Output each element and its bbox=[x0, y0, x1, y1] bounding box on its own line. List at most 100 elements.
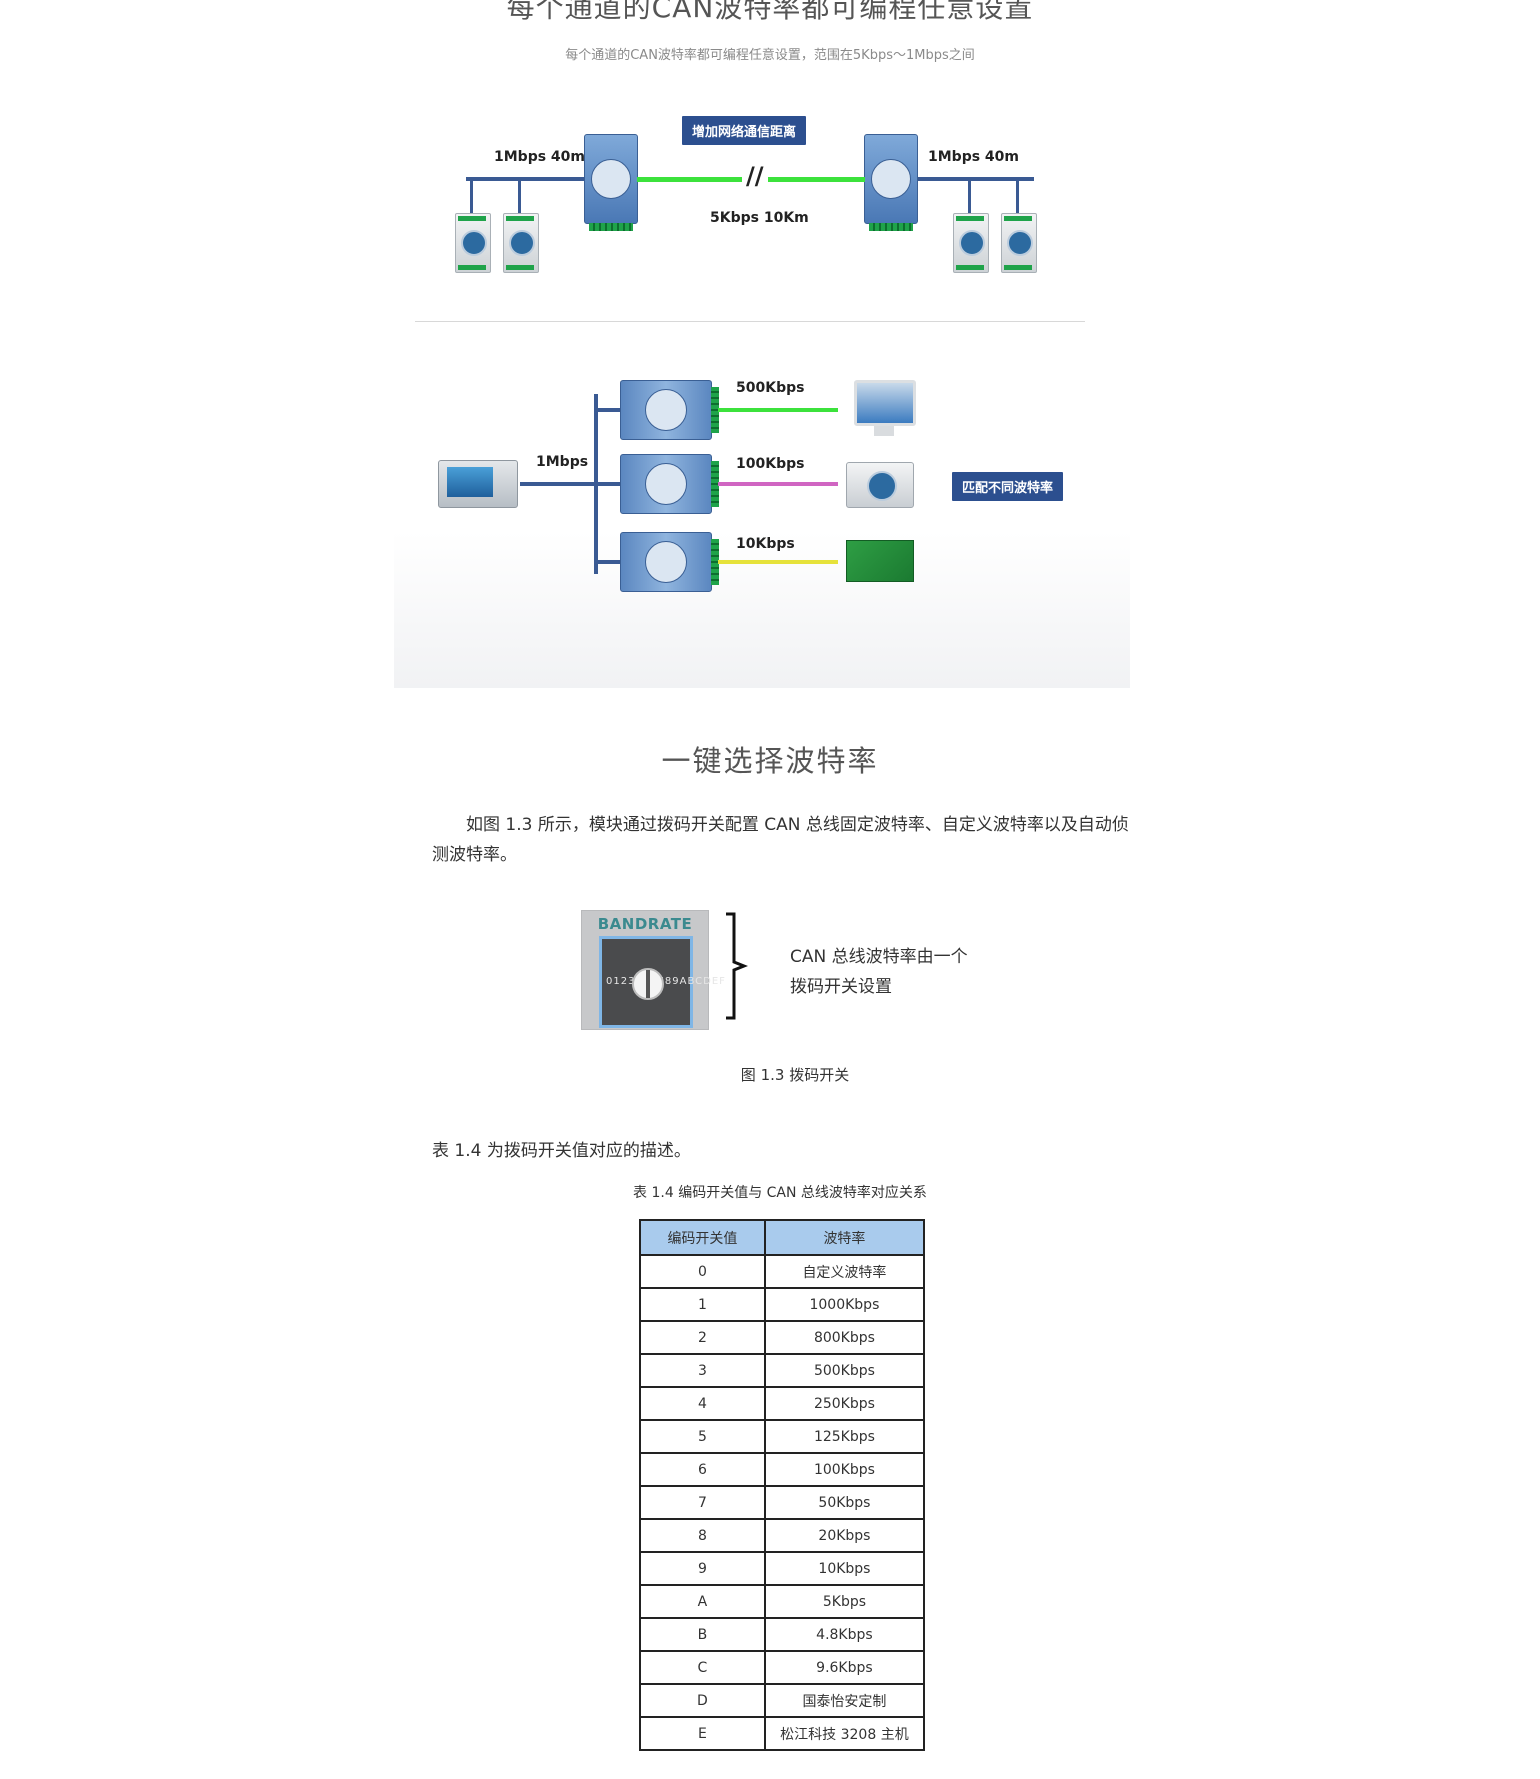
right-drop-2 bbox=[1016, 179, 1019, 213]
page-title: 每个通道的CAN波特率都可编程任意设置 bbox=[506, 0, 1034, 24]
branch-2 bbox=[594, 482, 620, 486]
left-speed-label: 1Mbps 40m bbox=[494, 149, 585, 165]
link-100kbps bbox=[718, 482, 838, 486]
switch-value-cell: E bbox=[639, 1716, 766, 1751]
baudrate-diagram: 1Mbps 500Kbps 100Kbps 10Kbps 匹配不同波特率 bbox=[394, 340, 1130, 688]
baudrate-cell: 20Kbps bbox=[763, 1518, 926, 1553]
baudrate-cell: 国泰怡安定制 bbox=[763, 1683, 926, 1718]
link-500kbps bbox=[718, 408, 838, 412]
match-badge: 匹配不同波特率 bbox=[952, 472, 1064, 501]
speed-label-100: 100Kbps bbox=[736, 456, 805, 472]
switch-value-cell: 4 bbox=[639, 1386, 766, 1421]
can-bridge-icon bbox=[620, 380, 719, 440]
page-subtitle: 每个通道的CAN波特率都可编程任意设置，范围在5Kbps～1Mbps之间 bbox=[565, 48, 975, 63]
baudrate-cell: 1000Kbps bbox=[763, 1287, 926, 1322]
table-caption: 表 1.4 编码开关值与 CAN 总线波特率对应关系 bbox=[633, 1185, 927, 1201]
monitor-icon bbox=[854, 380, 916, 426]
right-bus-line bbox=[896, 177, 1034, 181]
left-drop-1 bbox=[470, 179, 473, 213]
circuit-board-icon bbox=[846, 540, 914, 582]
baudrate-cell: 125Kbps bbox=[763, 1419, 926, 1454]
switch-value-cell: 8 bbox=[639, 1518, 766, 1553]
can-bridge-icon bbox=[620, 532, 719, 592]
distance-diagram: // 增加网络通信距离 1Mbps 40m 1Mbps 40m 5Kbps 10… bbox=[400, 100, 1140, 300]
trunk-speed-label: 1Mbps bbox=[536, 454, 589, 470]
can-node-icon bbox=[503, 213, 539, 273]
dial-note-line-1: CAN 总线波特率由一个 bbox=[790, 947, 968, 967]
right-brace-icon bbox=[726, 912, 748, 1020]
baudrate-cell: 500Kbps bbox=[763, 1353, 926, 1388]
header-switch-value: 编码开关值 bbox=[639, 1219, 766, 1256]
table-intro: 表 1.4 为拨码开关值对应的描述。 bbox=[432, 1141, 691, 1161]
break-mark: // bbox=[742, 162, 768, 190]
baudrate-cell: 10Kbps bbox=[763, 1551, 926, 1586]
section-divider bbox=[415, 321, 1085, 322]
section-title: 一键选择波特率 bbox=[661, 744, 879, 778]
can-node-icon bbox=[455, 213, 491, 273]
can-bridge-left-icon bbox=[584, 134, 638, 231]
can-bridge-icon bbox=[620, 454, 719, 514]
switch-value-cell: 7 bbox=[639, 1485, 766, 1520]
switch-value-cell: B bbox=[639, 1617, 766, 1652]
can-module-icon bbox=[846, 462, 914, 508]
monitor-stand bbox=[874, 426, 894, 436]
right-drop-1 bbox=[968, 179, 971, 213]
intro-paragraph: 如图 1.3 所示，模块通过拨码开关配置 CAN 总线固定波特率、自定义波特率以… bbox=[432, 815, 1129, 865]
link-speed-label: 5Kbps 10Km bbox=[710, 210, 809, 226]
figure-caption: 图 1.3 拨码开关 bbox=[740, 1066, 850, 1084]
baudrate-cell: 自定义波特率 bbox=[763, 1254, 926, 1289]
baudrate-cell: 50Kbps bbox=[763, 1485, 926, 1520]
baudrate-cell: 4.8Kbps bbox=[763, 1617, 926, 1652]
switch-value-cell: A bbox=[639, 1584, 766, 1619]
table-header-row: 编码开关值 波特率 bbox=[639, 1219, 926, 1256]
branch-1 bbox=[594, 408, 620, 412]
can-bridge-right-icon bbox=[864, 134, 918, 231]
dial-knob-icon bbox=[632, 968, 664, 1000]
switch-value-cell: C bbox=[639, 1650, 766, 1685]
speed-label-10: 10Kbps bbox=[736, 536, 795, 552]
dial-label: BANDRATE bbox=[597, 915, 693, 933]
baudrate-cell: 100Kbps bbox=[763, 1452, 926, 1487]
hmi-panel-icon bbox=[438, 460, 518, 508]
switch-value-cell: 6 bbox=[639, 1452, 766, 1487]
baudrate-cell: 松江科技 3208 主机 bbox=[763, 1716, 926, 1751]
rotary-switch-image: BANDRATE 0123456789ABCDEF bbox=[581, 910, 726, 1030]
dial-description: CAN 总线波特率由一个 拨码开关设置 bbox=[790, 942, 1030, 1002]
switch-value-cell: D bbox=[639, 1683, 766, 1718]
can-node-icon bbox=[953, 213, 989, 273]
left-drop-2 bbox=[518, 179, 521, 213]
left-bus-line bbox=[466, 177, 606, 181]
switch-value-cell: 1 bbox=[639, 1287, 766, 1322]
trunk-link bbox=[520, 482, 606, 486]
dial-digits: 0123456789ABCDEF bbox=[606, 976, 726, 987]
switch-value-cell: 5 bbox=[639, 1419, 766, 1454]
branch-3 bbox=[594, 560, 620, 564]
header-baudrate: 波特率 bbox=[763, 1219, 926, 1256]
right-speed-label: 1Mbps 40m bbox=[928, 149, 1019, 165]
distance-badge: 增加网络通信距离 bbox=[682, 116, 807, 145]
baudrate-cell: 9.6Kbps bbox=[763, 1650, 926, 1685]
switch-value-cell: 3 bbox=[639, 1353, 766, 1388]
baudrate-cell: 800Kbps bbox=[763, 1320, 926, 1355]
link-10kbps bbox=[718, 560, 838, 564]
switch-value-cell: 2 bbox=[639, 1320, 766, 1355]
switch-value-cell: 9 bbox=[639, 1551, 766, 1586]
speed-label-500: 500Kbps bbox=[736, 380, 805, 396]
can-node-icon bbox=[1001, 213, 1037, 273]
baudrate-cell: 250Kbps bbox=[763, 1386, 926, 1421]
baudrate-cell: 5Kbps bbox=[763, 1584, 926, 1619]
